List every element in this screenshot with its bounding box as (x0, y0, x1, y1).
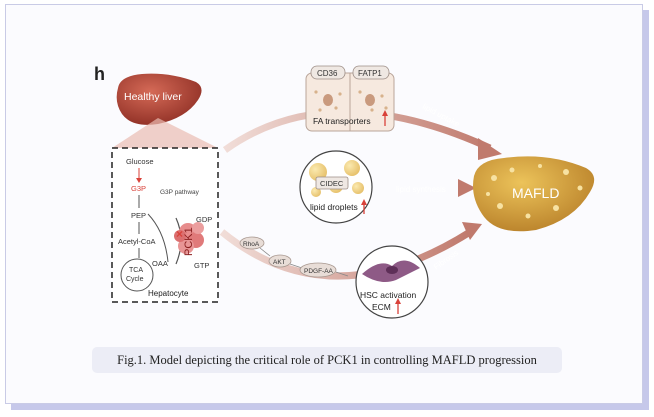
fibrosis-arrowhead (462, 222, 482, 240)
ecm-label: ECM (372, 302, 391, 312)
cidec-label: CIDEC (320, 179, 344, 188)
stellate-nucleus-icon (386, 266, 398, 274)
fibrosis-arrow (219, 229, 472, 280)
fa-up-arrowhead (382, 110, 388, 116)
lipid-synthesis-arrowhead (458, 179, 476, 197)
healthy-liver-label: Healthy liver (124, 91, 182, 103)
pck1-protein-icon (174, 222, 204, 254)
oaa-pep-arc (147, 213, 169, 263)
hsc-circle (355, 245, 429, 319)
figure-caption: Fig.1. Model depicting the critical role… (117, 352, 537, 367)
healthy-liver-icon (116, 73, 202, 125)
fatty-acid-dots (314, 90, 388, 112)
cycle-label: Cycle (126, 276, 144, 283)
rhoa-node (239, 236, 265, 250)
mafld-liver-icon (473, 156, 595, 232)
mafld-label: MAFLD (512, 185, 559, 201)
droplets-up-arrowhead (361, 199, 367, 205)
fa-transporters-label: FA transporters (313, 116, 371, 126)
pdgf-label: PDGF-AA (304, 268, 334, 275)
pep-label: PEP (131, 211, 146, 220)
lipid-uptake-arrowhead (478, 138, 502, 160)
pck1-label: PCK1 (183, 227, 195, 256)
cd36-cell-icon (323, 94, 333, 106)
pdgf-hsc-arrow (335, 271, 349, 277)
akt-pdgf-arrow (289, 263, 303, 269)
lipid-synthesis-label: lipid synthesis (396, 185, 446, 194)
akt-label: AKT (273, 259, 286, 266)
tca-label: TCA (129, 267, 143, 274)
fatp1-cell-icon (365, 94, 375, 106)
panel-label: h (94, 64, 105, 84)
mafld-fat-dots (486, 164, 583, 219)
acetyl-coa-label: Acetyl-CoA (118, 237, 156, 246)
cidec-pill (315, 176, 349, 190)
g3p-pathway-label: G3P pathway (160, 189, 200, 196)
zoom-wedge (112, 118, 218, 148)
glucose-arrowhead (136, 178, 142, 183)
gdp-label: GDP (196, 215, 212, 224)
g3p-label: G3P (131, 184, 146, 193)
hsc-activation-label: HSC activation (360, 290, 416, 300)
lipid-droplets-label: lipid droplets (310, 202, 358, 212)
caption-box: Fig.1. Model depicting the critical role… (92, 347, 562, 373)
pdgf-node (299, 262, 337, 278)
rhoa-akt-arrow (259, 247, 271, 257)
inhibition-mark: × (176, 227, 183, 241)
fatp1-label: FATP1 (358, 69, 382, 78)
hepatocyte-label: Hepatocyte (148, 289, 189, 298)
ecm-up-arrowhead (395, 298, 401, 304)
gtp-label: GTP (194, 261, 209, 270)
rhoa-label: RhoA (243, 241, 260, 248)
glucose-label: Glucose (126, 157, 154, 166)
akt-node (268, 254, 292, 268)
oaa-label: OAA (152, 259, 168, 268)
cd36-label: CD36 (317, 69, 338, 78)
cd36-pill (310, 65, 346, 80)
fatp1-pill (352, 65, 390, 80)
tca-cycle-circle (120, 258, 154, 292)
